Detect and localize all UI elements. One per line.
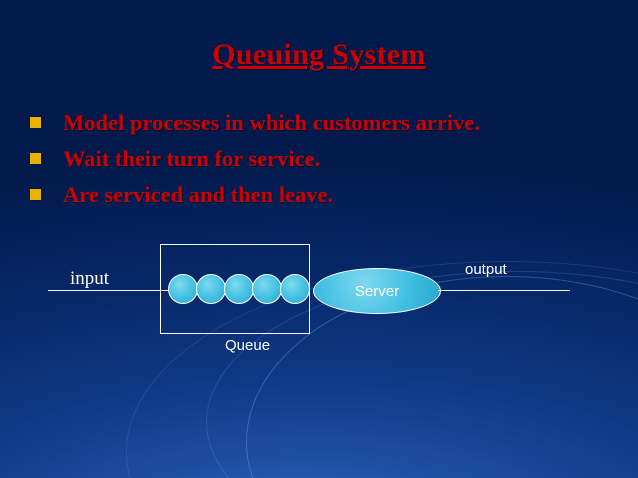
bullet-text: Model processes in which customers arriv…	[63, 110, 481, 135]
square-bullet-icon	[30, 152, 41, 164]
square-bullet-icon	[30, 117, 41, 128]
square-bullet-icon	[30, 188, 41, 200]
server-label: Server	[354, 282, 400, 300]
bullet-list: Model processes in which customers arriv…	[30, 108, 610, 216]
customer-circle	[252, 274, 282, 304]
input-label: input	[70, 268, 110, 289]
bullet-text: Wait their turn for service.	[63, 145, 321, 171]
customer-circle	[224, 274, 254, 304]
output-arrow-line	[438, 290, 570, 291]
customer-circle	[168, 274, 198, 304]
list-item: Model processes in which customers arriv…	[30, 108, 610, 138]
slide-title: Queuing System	[212, 38, 426, 71]
queuing-system-diagram: input Queue Server output	[0, 236, 638, 366]
output-label: output	[465, 261, 507, 278]
queue-label: Queue	[225, 337, 271, 354]
input-arrow-line	[48, 290, 176, 291]
queue-customers	[168, 274, 310, 304]
bullet-text: Are serviced and then leave.	[63, 181, 334, 207]
customer-circle	[196, 274, 226, 304]
list-item: Wait their turn for service.	[30, 144, 610, 174]
server-ellipse: Server	[313, 268, 441, 314]
list-item: Are serviced and then leave.	[30, 180, 610, 210]
customer-circle	[280, 274, 310, 304]
